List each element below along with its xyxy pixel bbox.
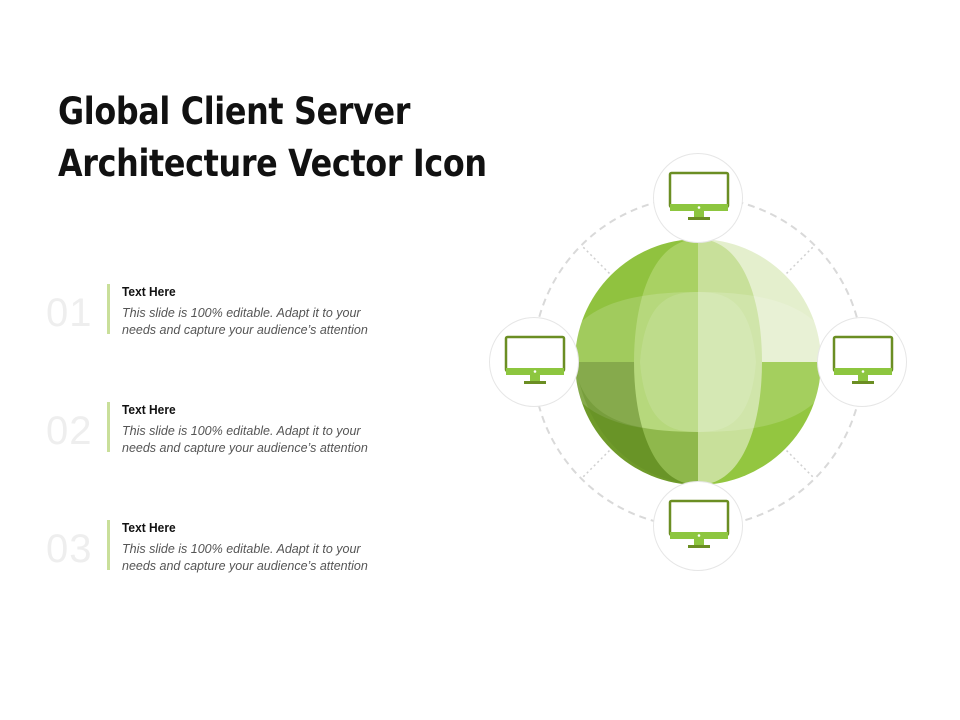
connector-lines bbox=[581, 245, 815, 479]
monitor-icon bbox=[504, 335, 566, 384]
item-description: This slide is 100% editable. Adapt it to… bbox=[122, 305, 422, 339]
item-divider bbox=[107, 520, 110, 570]
monitor-icon bbox=[832, 335, 894, 384]
title-line-1: Global Client Server bbox=[58, 90, 411, 133]
item-heading: Text Here bbox=[122, 402, 176, 417]
client-node-left bbox=[489, 317, 579, 407]
item-description-line: This slide is 100% editable. Adapt it to… bbox=[122, 424, 361, 438]
item-description-line: needs and capture your audience’s attent… bbox=[122, 559, 368, 573]
page-title: Global Client Server Architecture Vector… bbox=[58, 86, 505, 190]
item-description-line: needs and capture your audience’s attent… bbox=[122, 323, 368, 337]
item-description-line: This slide is 100% editable. Adapt it to… bbox=[122, 306, 361, 320]
item-heading: Text Here bbox=[122, 520, 176, 535]
item-number: 03 bbox=[46, 527, 93, 571]
item-divider bbox=[107, 402, 110, 452]
monitor-icon bbox=[668, 171, 730, 220]
item-description-line: needs and capture your audience’s attent… bbox=[122, 441, 368, 455]
item-divider bbox=[107, 284, 110, 334]
item-heading: Text Here bbox=[122, 284, 176, 299]
list-item: 03 Text Here This slide is 100% editable… bbox=[44, 520, 424, 580]
client-node-bottom bbox=[653, 481, 743, 571]
client-node-right bbox=[817, 317, 907, 407]
item-description: This slide is 100% editable. Adapt it to… bbox=[122, 541, 422, 575]
globe-icon bbox=[575, 239, 821, 485]
item-description: This slide is 100% editable. Adapt it to… bbox=[122, 423, 422, 457]
list-item: 02 Text Here This slide is 100% editable… bbox=[44, 402, 424, 462]
monitor-icon bbox=[668, 499, 730, 548]
title-line-2: Architecture Vector Icon bbox=[58, 142, 487, 185]
item-number: 02 bbox=[46, 409, 93, 453]
list-item: 01 Text Here This slide is 100% editable… bbox=[44, 284, 424, 344]
item-number: 01 bbox=[46, 291, 93, 335]
client-node-top bbox=[653, 153, 743, 243]
item-description-line: This slide is 100% editable. Adapt it to… bbox=[122, 542, 361, 556]
